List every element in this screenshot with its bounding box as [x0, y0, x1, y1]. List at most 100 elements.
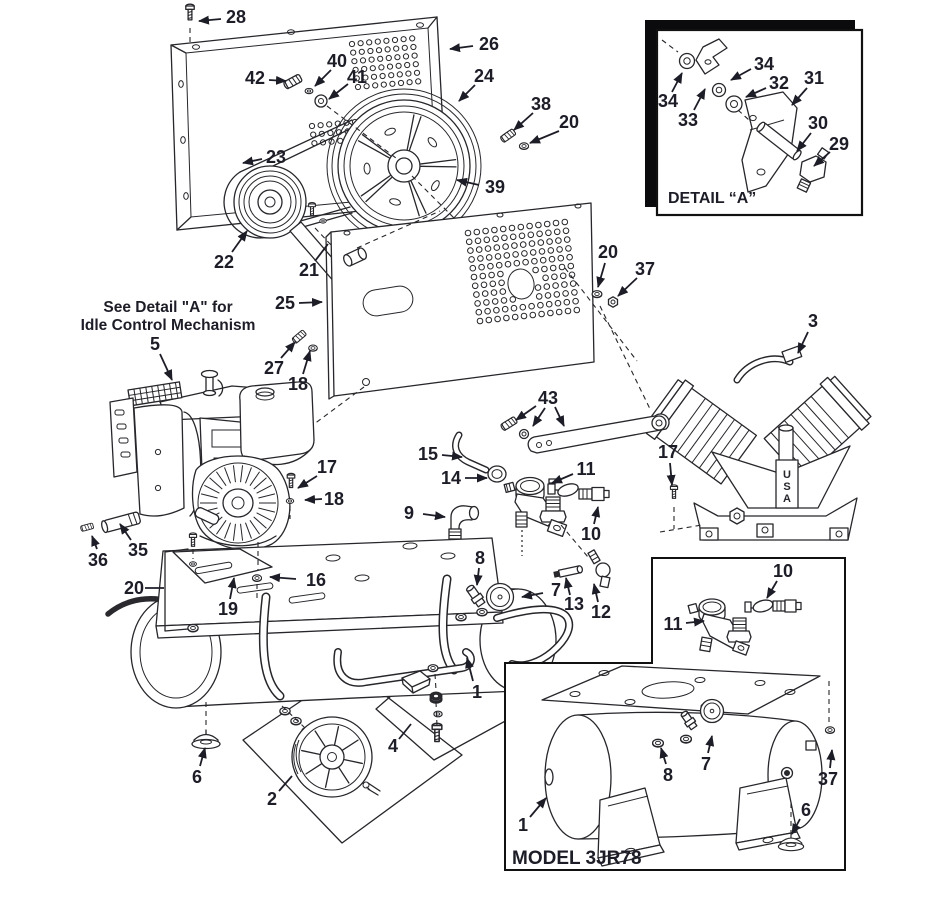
detail-a-title: DETAIL “A” [668, 190, 756, 207]
callout-16: 16 [269, 570, 326, 590]
callout-1: 1 [518, 797, 547, 835]
callout-number-34: 34 [754, 54, 774, 74]
callout-number-40: 40 [327, 51, 347, 71]
callout-36: 36 [88, 535, 108, 570]
back-panel-art [301, 202, 652, 434]
callout-number-32: 32 [769, 73, 789, 93]
callout-number-6: 6 [801, 800, 811, 820]
callout-number-12: 12 [591, 602, 611, 622]
callout-number-17: 17 [658, 442, 678, 462]
callout-5: 5 [150, 334, 173, 381]
callout-number-15: 15 [418, 444, 438, 464]
valve-elbow-outlet [515, 511, 528, 528]
callout-number-37: 37 [818, 769, 838, 789]
callout-number-4: 4 [388, 736, 398, 756]
callout-8: 8 [473, 548, 485, 586]
callout-number-2: 2 [267, 789, 277, 809]
callout-number-14: 14 [441, 468, 461, 488]
detail-a-inset-art [645, 20, 864, 217]
callout-number-10: 10 [581, 524, 601, 544]
callout-number-35: 35 [128, 540, 148, 560]
callout-number-33: 33 [678, 110, 698, 130]
callout-25: 25 [275, 293, 323, 313]
callout-38: 38 [513, 94, 551, 131]
callout-35: 35 [119, 523, 148, 560]
callout-40: 40 [314, 51, 347, 87]
callout-7: 7 [701, 735, 715, 774]
callout-number-8: 8 [663, 765, 673, 785]
callout-18: 18 [304, 489, 344, 509]
callout-17: 17 [658, 442, 678, 486]
callout-27: 27 [264, 341, 296, 378]
callout-15: 15 [418, 444, 463, 464]
callout-13: 13 [563, 577, 584, 614]
panel-bumper [343, 247, 367, 267]
callout-number-30: 30 [808, 113, 828, 133]
callout-number-38: 38 [531, 94, 551, 114]
callout-31: 31 [791, 68, 824, 106]
tank-valve-art [465, 584, 486, 608]
callout-number-10: 10 [773, 561, 793, 581]
callout-number-34: 34 [658, 91, 678, 111]
callout-number-22: 22 [214, 252, 234, 272]
callout-number-20: 20 [124, 578, 144, 598]
callout-29: 29 [813, 134, 849, 167]
callout-1: 1 [465, 657, 482, 702]
callout-10: 10 [766, 561, 793, 599]
flywheel-art [337, 99, 471, 233]
callout-21: 21 [299, 243, 329, 280]
callout-number-31: 31 [804, 68, 824, 88]
wheel-art [291, 716, 373, 798]
callout-number-1: 1 [518, 815, 528, 835]
callout-10: 10 [581, 506, 601, 544]
callout-number-1: 1 [472, 682, 482, 702]
callout-20: 20 [124, 578, 164, 598]
pump-art [643, 345, 872, 541]
mount-pin-art [101, 511, 141, 534]
callout-24: 24 [458, 66, 494, 102]
callout-3: 3 [797, 311, 818, 354]
motor-pulley-art [233, 165, 307, 239]
callout-6: 6 [791, 800, 811, 835]
callout-26: 26 [449, 34, 499, 54]
callout-41: 41 [328, 67, 367, 100]
callout-9: 9 [404, 503, 446, 523]
callout-number-13: 13 [564, 594, 584, 614]
callout-number-7: 7 [701, 754, 711, 774]
callout-number-21: 21 [299, 260, 319, 280]
callout-11: 11 [663, 614, 705, 634]
callout-number-43: 43 [538, 388, 558, 408]
callout-32: 32 [745, 73, 789, 98]
callout-number-3: 3 [808, 311, 818, 331]
callout-number-42: 42 [245, 68, 265, 88]
detail-note-line2: Idle Control Mechanism [81, 317, 256, 334]
callout-number-19: 19 [218, 599, 238, 619]
callout-18: 18 [288, 350, 312, 394]
callout-2: 2 [267, 775, 293, 809]
callout-number-17: 17 [317, 457, 337, 477]
callout-23: 23 [242, 147, 286, 167]
callout-number-7: 7 [551, 580, 561, 600]
callout-number-39: 39 [485, 177, 505, 197]
callout-number-41: 41 [347, 67, 367, 87]
callout-28: 28 [198, 7, 246, 27]
callout-11: 11 [551, 459, 596, 484]
muffler-art [127, 381, 183, 407]
model-title: MODEL 3JR78 [512, 848, 642, 869]
guard-perforations-upper [348, 35, 422, 91]
elbow-12-art [587, 549, 611, 589]
callout-19: 19 [218, 577, 238, 619]
pilot-valve-art [455, 476, 589, 558]
callout-number-11: 11 [663, 614, 682, 634]
callout-30: 30 [796, 113, 828, 152]
callout-37: 37 [617, 259, 655, 297]
callout-4: 4 [388, 723, 412, 756]
callout-number-11: 11 [576, 459, 595, 479]
quick-fitting-art [578, 486, 610, 502]
throttle-rod-art [499, 413, 670, 454]
hose-art [452, 431, 507, 483]
callout-number-29: 29 [829, 134, 849, 154]
engine-plate-art [172, 548, 273, 584]
